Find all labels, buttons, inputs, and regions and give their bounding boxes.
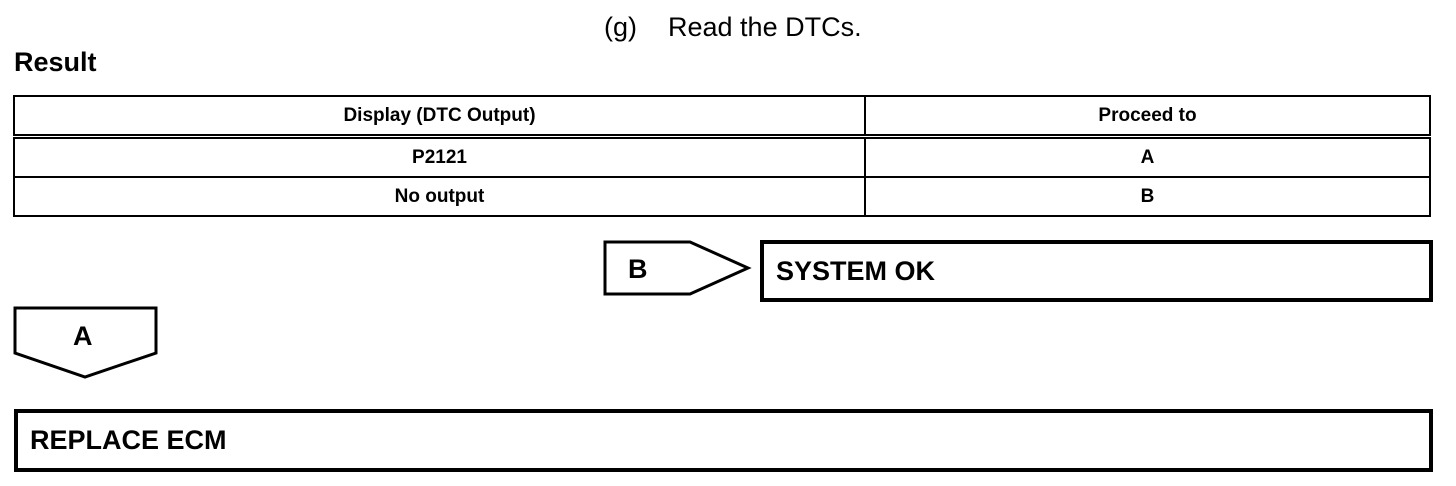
table-row: P2121 A (13, 135, 1431, 178)
cell-display: P2121 (13, 135, 866, 178)
arrow-tag-b-icon (603, 240, 752, 296)
step-label: (g) (604, 12, 637, 42)
cell-proceed-to: B (864, 176, 1431, 217)
system-ok-text: SYSTEM OK (776, 255, 936, 286)
tag-a-label: A (73, 321, 93, 351)
replace-ecm-text: REPLACE ECM (30, 425, 227, 455)
cell-display: No output (13, 176, 866, 217)
table-row: No output B (13, 176, 1431, 217)
table-header-row: Display (DTC Output) Proceed to (13, 95, 1431, 139)
result-table: Display (DTC Output) Proceed to P2121 A … (13, 95, 1431, 217)
header-proceed-to: Proceed to (864, 95, 1431, 139)
arrow-tag-a-icon (13, 306, 158, 379)
result-heading: Result (14, 47, 97, 77)
system-ok-box: SYSTEM OK (760, 240, 1433, 302)
step-instruction: (g) Read the DTCs. (604, 12, 862, 43)
header-display: Display (DTC Output) (13, 95, 866, 139)
tag-b-label: B (628, 254, 648, 284)
cell-proceed-to: A (864, 135, 1431, 178)
step-text: Read the DTCs. (668, 12, 862, 42)
replace-ecm-box: REPLACE ECM (14, 409, 1433, 472)
